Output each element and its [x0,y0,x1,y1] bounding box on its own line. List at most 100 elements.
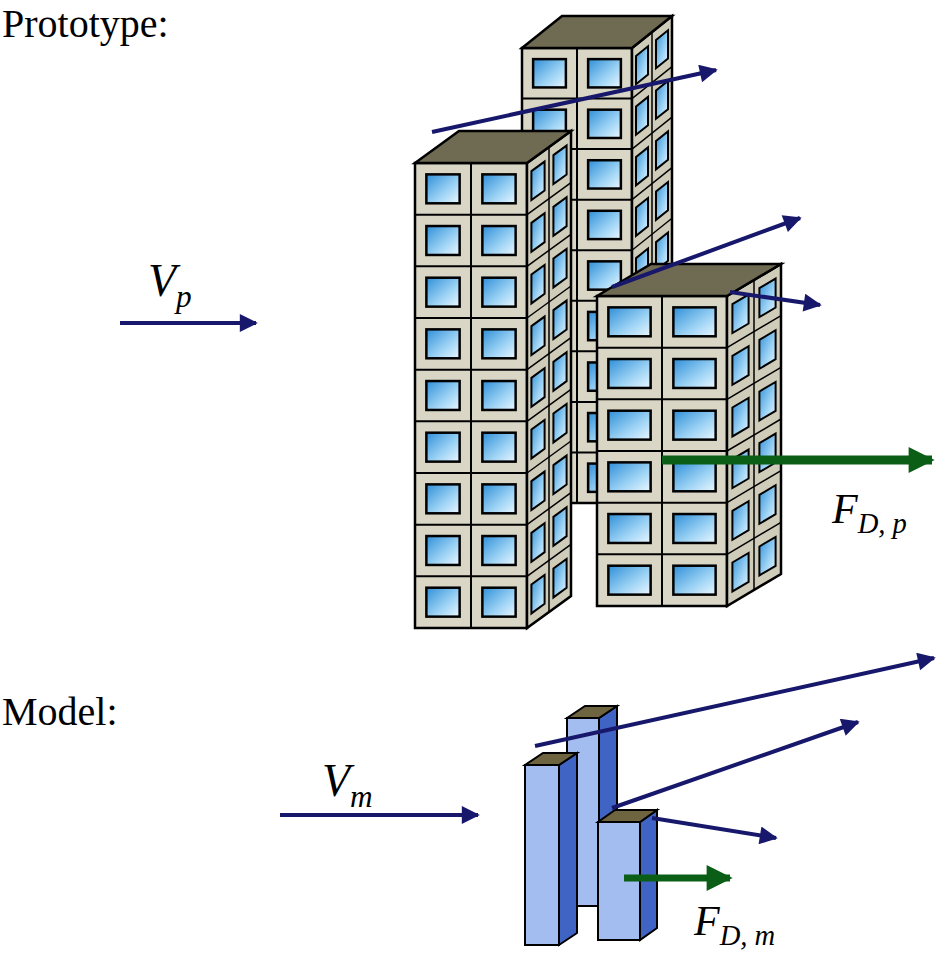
window [656,131,668,169]
window [732,553,748,592]
window [531,265,544,304]
window [533,59,566,87]
window [608,307,650,336]
window [482,484,515,513]
window [673,411,715,440]
window [656,30,668,68]
flow-arrow [730,292,820,305]
window [482,174,515,203]
window [426,536,459,565]
window [426,588,459,617]
window [608,566,650,595]
window [732,501,748,540]
window [656,182,668,220]
window [636,97,648,135]
window [759,330,775,369]
window [759,537,775,576]
section-label: Prototype: [2,4,169,44]
window [482,329,515,358]
window [482,226,515,255]
window [531,472,544,511]
force-label: FD, m [694,900,775,942]
column-line [576,48,578,503]
building-face [415,131,571,163]
window [482,278,515,307]
velocity-label: Vm [322,758,373,804]
building-face [727,264,781,606]
building-face [522,16,672,48]
window [588,160,621,188]
window [531,213,544,252]
window [608,411,650,440]
window [426,381,459,410]
window [426,226,459,255]
window [732,295,748,334]
window [636,198,648,236]
model-block [525,753,577,945]
column-line [753,280,755,590]
flow-arrow [612,722,858,808]
window [588,110,621,138]
window [553,507,566,546]
window [732,398,748,437]
prototype-buildings [415,16,781,628]
window [553,197,566,236]
window [426,278,459,307]
window [553,456,566,495]
window [636,46,648,84]
block-face [559,753,577,945]
window [732,450,748,489]
window [608,462,650,491]
column-line [661,296,663,606]
building [597,264,781,606]
window [553,301,566,340]
window [531,162,544,201]
velocity-label: Vp [148,258,192,304]
window [588,211,621,239]
window [553,249,566,288]
window [553,404,566,443]
force-arrow [624,875,730,882]
building-face [597,296,727,606]
window [673,514,715,543]
window [608,359,650,388]
block-face [525,753,577,765]
building-face [527,131,571,628]
window [608,514,650,543]
building-face [415,163,527,628]
section-label: Model: [2,692,118,732]
window [482,433,515,462]
window [553,146,566,185]
window [482,536,515,565]
window [759,485,775,524]
window [531,420,544,459]
window [588,59,621,87]
window [426,484,459,513]
force-label: FD, p [832,488,907,530]
window [553,352,566,391]
window [531,317,544,356]
flow-arrow [432,70,716,132]
window [426,433,459,462]
flow-arrow [280,813,478,817]
window [553,559,566,598]
window [759,434,775,473]
column-line [548,147,550,612]
window [673,566,715,595]
block-face [525,765,559,945]
window [732,346,748,385]
window [636,147,648,185]
window [759,382,775,421]
flow-arrows [120,70,934,878]
window [656,81,668,119]
column-line [470,163,472,628]
flow-arrow [120,321,256,325]
window [673,359,715,388]
window [426,329,459,358]
building [415,131,571,628]
block-face [567,706,617,718]
flow-arrow [652,818,776,838]
window [426,174,459,203]
flow-arrow [612,218,800,287]
